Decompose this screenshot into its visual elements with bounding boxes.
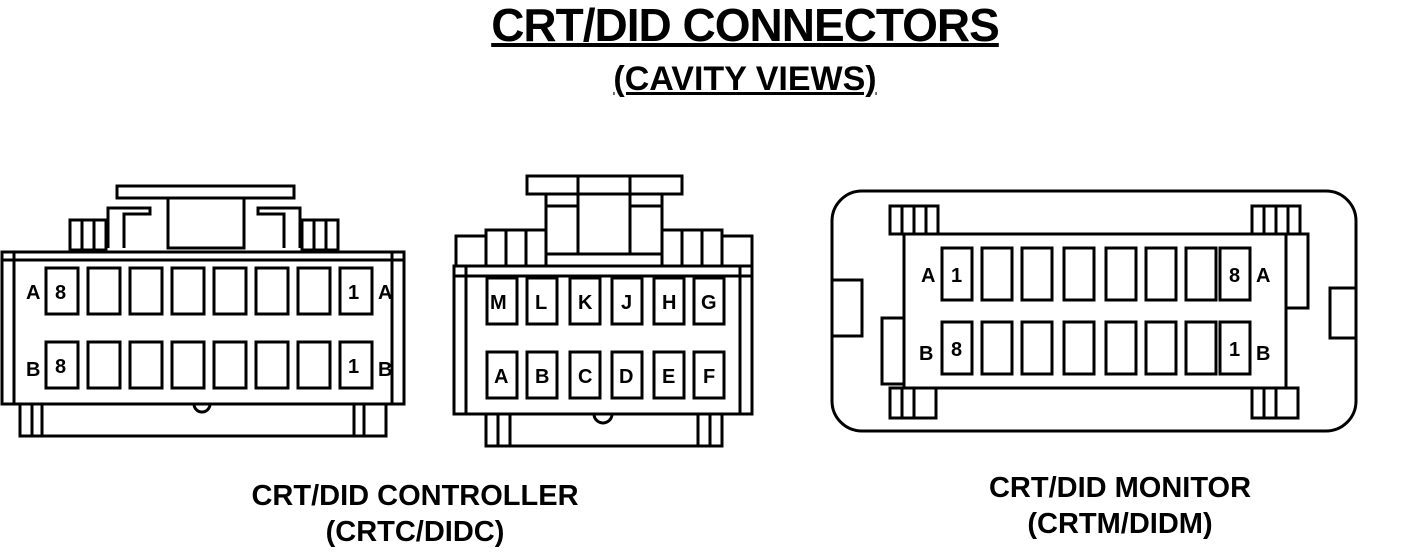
ctrl12-top-pin-3: K [578, 292, 593, 314]
ctrl12-bottom-pin-5: E [662, 366, 675, 388]
mon-row-b-pin-right: 1 [1229, 339, 1240, 361]
controller-caption-line1: CRT/DID CONTROLLER [251, 480, 579, 512]
ctrl-row-a-left-label: A [26, 282, 40, 304]
mon-row-b-pin-left: 8 [951, 339, 962, 361]
mon-row-a-pin-right: 8 [1229, 265, 1240, 287]
mon-row-a-pin-left: 1 [951, 265, 962, 287]
ctrl-row-a-right-label: A [378, 282, 392, 304]
controller-caption: CRT/DID CONTROLLER (CRTC/DIDC) [200, 478, 630, 550]
monitor-caption: CRT/DID MONITOR (CRTM/DIDM) [900, 470, 1340, 542]
ctrl12-bottom-pin-1: A [494, 366, 508, 388]
mon-row-a-left-label: A [921, 265, 935, 287]
monitor-caption-line2: (CRTM/DIDM) [1027, 508, 1213, 540]
ctrl-row-b-pin-left: 8 [55, 356, 66, 378]
ctrl-row-a-pin-left: 8 [55, 282, 66, 304]
controller-connector-12pin [452, 174, 754, 448]
ctrl-row-b-pin-right: 1 [348, 356, 359, 378]
mon-row-b-right-label: B [1256, 343, 1270, 365]
ctrl12-bottom-pin-2: B [535, 366, 549, 388]
ctrl12-bottom-pin-6: F [703, 366, 715, 388]
page-title: CRT/DID CONNECTORS [491, 0, 1000, 51]
mon-row-a-right-label: A [1256, 265, 1270, 287]
ctrl12-top-pin-5: H [662, 292, 676, 314]
page-subtitle: (CAVITY VIEWS) [613, 60, 877, 98]
ctrl-row-b-right-label: B [378, 359, 392, 381]
ctrl-row-a-pin-right: 1 [348, 282, 359, 304]
ctrl12-top-pin-4: J [621, 292, 632, 314]
ctrl12-bottom-pin-3: C [578, 366, 592, 388]
ctrl12-top-pin-6: G [701, 292, 717, 314]
ctrl12-top-pin-1: M [490, 292, 507, 314]
controller-caption-line2: (CRTC/DIDC) [325, 516, 505, 548]
controller-connector-16pin [0, 184, 406, 438]
monitor-connector-16pin [830, 189, 1358, 433]
ctrl-row-b-left-label: B [26, 359, 40, 381]
ctrl12-bottom-pin-4: D [619, 366, 633, 388]
ctrl12-top-pin-2: L [535, 292, 547, 314]
monitor-caption-line1: CRT/DID MONITOR [988, 472, 1252, 504]
mon-row-b-left-label: B [919, 343, 933, 365]
